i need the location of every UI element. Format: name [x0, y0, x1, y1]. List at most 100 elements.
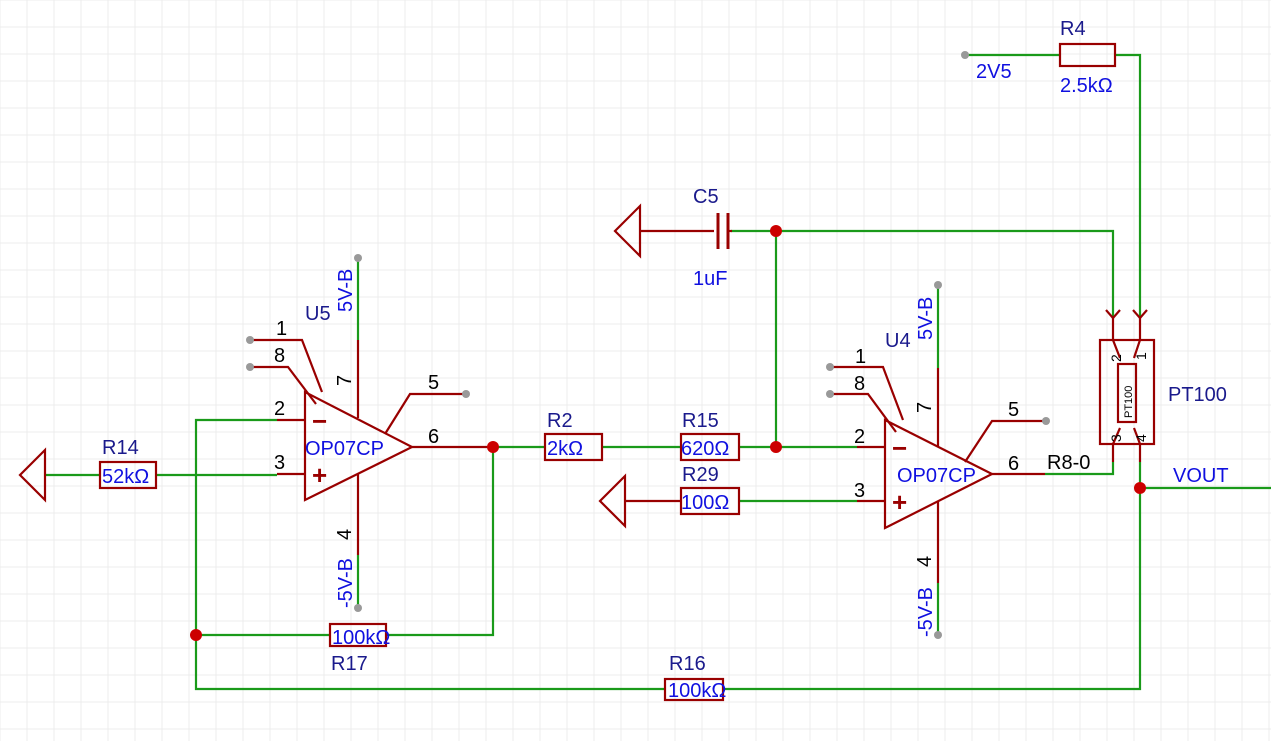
u4-designator: U4	[885, 330, 911, 352]
wires	[45, 53, 1271, 691]
u5-pin-7: 7	[334, 375, 356, 386]
r2-designator: R2	[547, 410, 573, 432]
junction-dot	[190, 629, 202, 641]
pin-8-lead	[830, 392, 897, 433]
pt100-lead-tip	[1105, 309, 1114, 319]
pin-stub[interactable]	[462, 390, 470, 398]
u5-pin-5: 5	[428, 372, 439, 394]
u4-pos-supply-label: 5V-B	[915, 297, 937, 340]
r17-designator: R17	[331, 653, 368, 675]
pt100-pin-3: 3	[1108, 434, 1124, 442]
u5-minus-sign: −	[312, 406, 327, 436]
ground-r14-symbol	[18, 447, 47, 503]
junctions	[190, 225, 1146, 641]
opamp-u4[interactable]	[830, 365, 1046, 583]
u4-pin-8: 8	[854, 373, 865, 395]
junction-dot	[1134, 482, 1146, 494]
resistor-body	[1058, 42, 1117, 68]
pt100-pin-1-lead	[1132, 318, 1142, 359]
u4-value: OP07CP	[897, 465, 976, 487]
u4-pin-4: 4	[914, 556, 936, 567]
u4-minus-sign: −	[892, 433, 907, 463]
pin-stub[interactable]	[246, 336, 254, 344]
capacitor-c5[interactable]	[716, 213, 732, 249]
resistor-body	[663, 677, 725, 702]
r14-value: 52kΩ	[102, 466, 149, 488]
u4-pin-3: 3	[854, 480, 865, 502]
resistor-r14[interactable]	[98, 460, 158, 490]
ground-triangle-icon	[613, 203, 714, 259]
pin-stub[interactable]	[826, 390, 834, 398]
resistor-body	[679, 486, 741, 516]
resistor-r4[interactable]	[1058, 42, 1117, 68]
junction-dot	[487, 441, 499, 453]
resistor-r2[interactable]	[543, 432, 604, 462]
u5-pos-supply-label: 5V-B	[335, 269, 357, 312]
r15-designator: R15	[682, 410, 719, 432]
pt100-lead-tip	[1139, 309, 1148, 319]
pin-stubs	[246, 51, 1050, 639]
pt100-pin-2-lead	[1111, 318, 1122, 359]
wire	[724, 462, 1142, 691]
ground-triangle-icon	[18, 447, 47, 503]
r29-designator: R29	[682, 464, 719, 486]
pt100-pin-4-lead	[1132, 427, 1142, 462]
wire	[386, 447, 495, 637]
u4-pin-5: 5	[1008, 399, 1019, 421]
c5-value: 1uF	[693, 268, 727, 290]
pt100-pin-4: 4	[1133, 434, 1149, 442]
u5-pin-1: 1	[276, 318, 287, 340]
u4-pin-6: 6	[1008, 453, 1019, 475]
pin-stub[interactable]	[354, 604, 362, 612]
pt100-body-text: PT100	[1123, 386, 1135, 418]
junction-dot	[770, 225, 782, 237]
pt100-sensor[interactable]	[1098, 309, 1156, 462]
u4-plus-sign: +	[892, 487, 907, 517]
u5-pin-4: 4	[334, 529, 356, 540]
u5-pin-6: 6	[428, 426, 439, 448]
resistor-body	[328, 622, 388, 648]
opamp-u5[interactable]	[250, 338, 493, 555]
u5-neg-supply-label: -5V-B	[335, 558, 357, 608]
resistor-r17[interactable]	[328, 622, 388, 648]
ground-c5-symbol	[613, 203, 642, 259]
c5-designator: C5	[693, 186, 719, 208]
pin-1-lead	[250, 338, 324, 393]
resistor-r16[interactable]	[663, 677, 725, 702]
ground-triangle-icon	[598, 473, 680, 529]
r2-value: 2kΩ	[547, 438, 583, 460]
pt100-pin-1: 1	[1133, 352, 1149, 360]
net-label-vout: VOUT	[1173, 465, 1229, 487]
u4-neg-supply-label: -5V-B	[915, 587, 937, 637]
u4-pin-7: 7	[914, 402, 936, 413]
pt100-pin-2: 2	[1108, 354, 1124, 362]
u5-designator: U5	[305, 303, 331, 325]
pt100-lead-tip	[1112, 309, 1121, 319]
pin-5-lead	[384, 392, 466, 435]
wire	[731, 229, 1115, 318]
pin-stub[interactable]	[1042, 417, 1050, 425]
pin-stub[interactable]	[934, 281, 942, 289]
pt100-lead-tip	[1132, 309, 1141, 319]
pt100-outline	[1098, 338, 1156, 446]
pin-stub[interactable]	[826, 363, 834, 371]
u5-value: OP07CP	[305, 438, 384, 460]
wire	[1045, 462, 1115, 476]
pin-stub[interactable]	[246, 363, 254, 371]
opamp-body	[883, 418, 995, 530]
resistor-r29[interactable]	[679, 486, 741, 516]
u4-pin-2: 2	[854, 426, 865, 448]
pt100-element	[1116, 362, 1138, 424]
pin-stub[interactable]	[354, 254, 362, 262]
pin-stub[interactable]	[934, 631, 942, 639]
r4-designator: R4	[1060, 18, 1086, 40]
resistor-body	[543, 432, 604, 462]
u4-pin-1: 1	[855, 346, 866, 368]
resistor-r15[interactable]	[679, 432, 741, 462]
pin-stub[interactable]	[961, 51, 969, 59]
u5-pin-2: 2	[274, 398, 285, 420]
net-label-r8: R8-0	[1047, 452, 1090, 474]
u5-pin-3: 3	[274, 452, 285, 474]
